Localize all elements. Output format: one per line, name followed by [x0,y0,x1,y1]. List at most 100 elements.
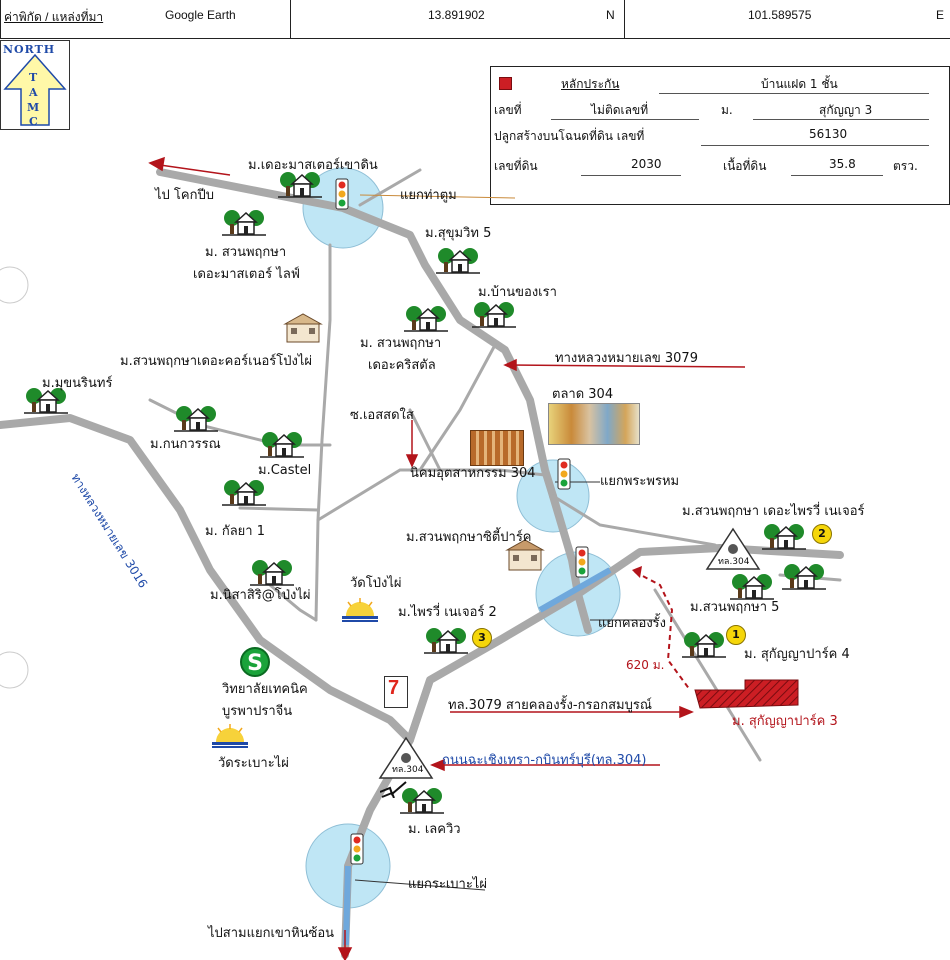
label-m-suan-crystal-2: เดอะคริสตัล [368,358,436,373]
label-m-khunintra: ม.มุขนรินทร์ [42,376,113,391]
badge-2: 2 [812,524,832,544]
arrow-head [430,758,445,772]
local-roads [148,168,842,762]
label-wat-pong-phai: วัดโป่งไผ่ [350,576,402,591]
coord-lat: 13.891902 [428,8,485,22]
village-house-icon [174,404,218,432]
label-tl304-shield-1: ทล.304 [718,557,750,567]
traffic-light-icon [575,546,589,578]
badge-3: 3 [472,628,492,648]
coordinate-bar: ค่าพิกัด / แหล่งที่มา Google Earth 13.89… [0,0,950,39]
label-m-kanokwan: ม.กนกวรรณ [150,437,221,452]
temple-icon [212,724,248,748]
collateral-land-no-value: 2030 [631,157,662,171]
arrow-head [405,454,419,468]
label-m-suan5: ม.สวนพฤกษา 5 [690,600,780,615]
label-m-master-khao-din: ม.เดอะมาสเตอร์เขาดิน [248,158,378,173]
arrow-head [679,705,694,719]
road-3079-north [156,168,557,500]
collateral-area-value: 35.8 [829,157,856,171]
leader-line [354,879,486,891]
label-m-kanlaya1: ม. กัลยา 1 [205,524,265,539]
label-yaek-khlong-rung: แยกคลองรั้ง [598,616,667,631]
collateral-village-label: ม. [721,103,733,117]
north-letter: T [29,71,38,84]
label-m-suan-divine-nature: ม.สวนพฤกษา เดอะไพรวี่ เนเจอร์ [682,504,865,519]
collateral-area-unit: ตรว. [893,159,918,173]
local-road [268,583,318,622]
label-soi-esso: ซ.เอสสดใส [350,408,414,423]
label-m-suan-crystal-1: ม. สวนพฤกษา [360,336,442,351]
punch-hole [0,651,29,689]
label-tech-college-2: บูรพาปราจีน [222,704,293,719]
traffic-light-icon [335,178,349,210]
road-highlight-blue [343,865,351,946]
arrow-to-khok-pip [159,164,231,176]
collateral-no-value: ไม่ติดเลขที่ [591,103,649,117]
local-road [148,398,332,447]
building-photo-icon [505,539,545,571]
village-house-icon [782,562,826,590]
collateral-marker [499,77,512,90]
market-photo [548,403,640,445]
village-house-icon [222,478,266,506]
label-m-castel: ม.Castel [258,463,312,478]
badge-1: 1 [726,625,746,645]
label-hwy-3079: ทางหลวงหมายเลข 3079 [555,351,698,366]
local-road [408,408,442,472]
local-road [358,168,422,207]
village-house-icon [682,630,726,658]
label-m-sukanya-park3: ม. สุกัญญาปาร์ค 3 [732,714,838,729]
village-house-icon [260,430,304,458]
local-road [653,588,762,762]
label-m-suan-master-life-2: เดอะมาสเตอร์ ไลฟ์ [193,267,300,282]
traffic-light-icon [350,833,364,865]
village-house-icon [404,304,448,332]
highway-shield-icon [705,527,761,570]
north-title: NORTH [3,43,56,56]
seven-eleven-logo: 7 [388,677,400,699]
arrow-hwy-3079 [509,364,746,368]
punch-hole [0,266,29,304]
seven-eleven-icon: 7 [384,676,408,708]
collateral-village-value: สุกัญญา 3 [819,103,873,117]
village-house-icon [222,208,266,236]
north-letter: C [29,115,38,128]
coord-lat-dir: N [606,8,615,22]
label-yaek-phra-phrom: แยกพระพรหม [600,474,680,489]
label-tech-college-1: วิทยาลัยเทคนิค [222,682,308,697]
north-arrow: NORTH T A M C [0,40,70,130]
school-icon: S [240,647,270,677]
coord-source: Google Earth [165,8,236,22]
label-m-suan-corner: ม.สวนพฤกษาเดอะคอร์เนอร์โป่งไผ่ [120,354,313,369]
label-road-chachoengsao: ถนนฉะเชิงเทรา-กบินทร์บุรี(ทล.304) [442,753,647,768]
pointer-arrows [148,156,746,960]
collateral-area-label: เนื้อที่ดิน [723,159,767,173]
building-photo-icon [283,313,323,343]
local-road [418,343,497,472]
village-house-icon [250,558,294,586]
label-m-sukanya-park4: ม. สุกัญญาปาร์ค 4 [744,647,850,662]
arrow-head [503,358,517,372]
label-dist-620: 620 ม. [626,658,665,672]
label-talad-304: ตลาด 304 [552,387,614,402]
arrow-head [148,156,165,172]
collateral-deed-label: ปลูกสร้างบนโฉนดที่ดิน เลขที่ [494,129,645,143]
leader-line [359,194,516,199]
coord-lon: 101.589575 [748,8,812,22]
label-m-sukhumvit5: ม.สุขุมวิท 5 [425,226,492,241]
village-house-icon [762,522,806,550]
label-nikhom-304: นิคมอุตสาหกรรม 304 [410,466,536,481]
target-property [694,679,799,709]
village-house-icon [424,626,468,654]
label-to-khok-pip: ไป โคกปีบ [155,188,214,203]
route-to-target [634,571,691,691]
label-yaek-ra-bao-phai: แยกระเบาะไผ่ [408,877,487,892]
road-highlight-blue [538,567,612,613]
collateral-no-label: เลขที่ [494,103,522,117]
collateral-type: บ้านแฝด 1 ชั้น [761,77,838,91]
label-m-lake-view: ม. เลควิว [408,822,461,837]
north-letter: A [29,86,38,99]
arrow-head [632,566,642,578]
road-3079-south [549,492,592,634]
